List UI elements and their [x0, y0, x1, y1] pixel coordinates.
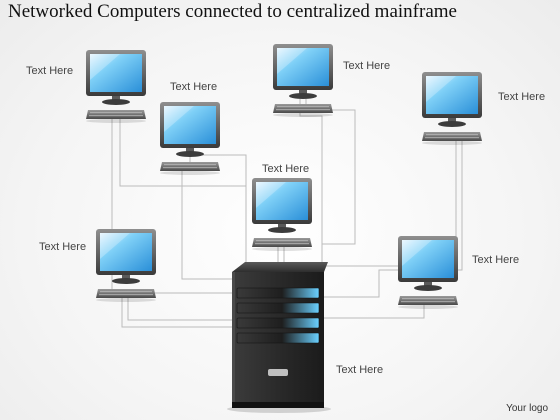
computer-1 [86, 50, 146, 123]
computer-7-label: Text Here [472, 254, 520, 266]
computer-1-label: Text Here [26, 65, 74, 77]
mainframe-label: Text Here [336, 364, 384, 376]
logo-placeholder: Your logo [506, 403, 548, 414]
slide-title: Networked Computers connected to central… [8, 1, 457, 22]
computer-3-label: Text Here [343, 60, 391, 72]
mainframe-server [227, 262, 331, 413]
computer-3 [273, 44, 333, 117]
computer-6-label: Text Here [39, 241, 87, 253]
computer-7 [398, 236, 458, 309]
computer-6 [96, 229, 156, 302]
computer-5 [252, 178, 312, 251]
computer-2-label: Text Here [170, 81, 218, 93]
computer-2 [160, 102, 220, 175]
computer-5-label: Text Here [262, 163, 310, 175]
computer-4 [422, 72, 482, 145]
computer-4-label: Text Here [498, 91, 546, 103]
